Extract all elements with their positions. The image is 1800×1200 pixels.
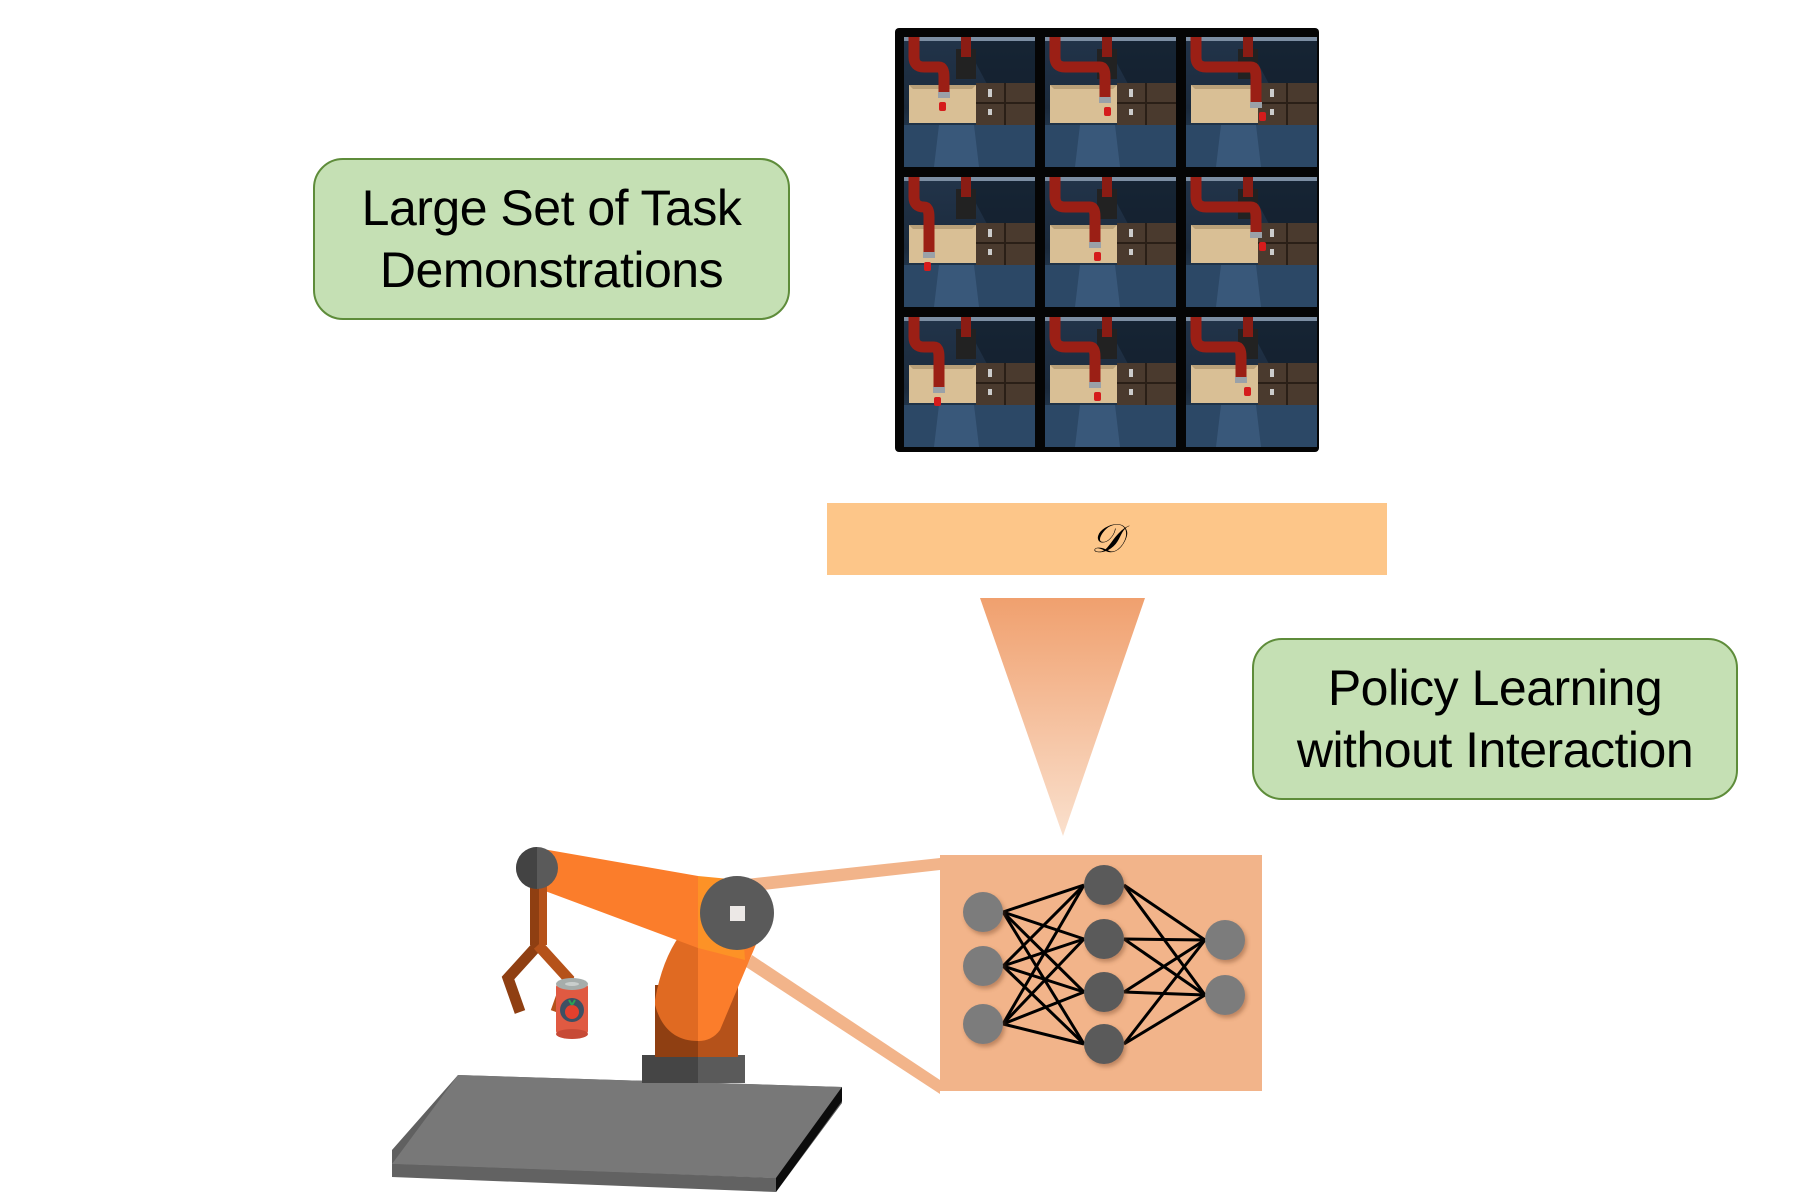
network-edge bbox=[1002, 883, 1085, 914]
policy-label-box: Policy Learning without Interaction bbox=[1252, 638, 1738, 800]
demo-frame bbox=[1186, 177, 1317, 307]
network-edge bbox=[1001, 884, 1086, 1025]
network-node bbox=[963, 1004, 1003, 1044]
demo-frame bbox=[904, 177, 1035, 307]
funnel-triangle-icon bbox=[980, 598, 1145, 836]
network-node bbox=[1084, 972, 1124, 1012]
table-icon bbox=[392, 1075, 842, 1192]
demonstrations-label-line1: Large Set of Task bbox=[361, 180, 742, 236]
tomato-can-icon bbox=[556, 978, 588, 1039]
demonstrations-label-box: Large Set of Task Demonstrations bbox=[313, 158, 790, 320]
network-edge bbox=[1002, 990, 1085, 1026]
demo-frame bbox=[1045, 37, 1176, 167]
network-node bbox=[1084, 865, 1124, 905]
network-node bbox=[963, 946, 1003, 986]
demo-frame bbox=[1045, 177, 1176, 307]
robot-arm-icon bbox=[501, 847, 774, 1083]
demo-frame bbox=[904, 37, 1035, 167]
network-edge bbox=[1123, 883, 1206, 942]
demo-frame bbox=[1045, 317, 1176, 447]
network-edge bbox=[1123, 993, 1206, 1046]
dataset-symbol: 𝒟 bbox=[1091, 516, 1123, 562]
dataset-bar: 𝒟 bbox=[827, 503, 1387, 575]
network-node bbox=[1205, 920, 1245, 960]
network-node bbox=[1084, 1024, 1124, 1064]
network-edge bbox=[1001, 964, 1086, 1046]
network-edge bbox=[1001, 883, 1086, 968]
network-edge bbox=[1122, 939, 1207, 1045]
policy-label-line1: Policy Learning bbox=[1327, 660, 1663, 716]
policy-label-line2: without Interaction bbox=[1296, 722, 1694, 778]
network-edge bbox=[1001, 937, 1086, 1026]
network-node bbox=[1205, 975, 1245, 1015]
neural-network-icon bbox=[963, 865, 1245, 1064]
demonstration-grid bbox=[895, 28, 1319, 452]
demo-frame bbox=[1186, 37, 1317, 167]
demo-frame bbox=[904, 317, 1035, 447]
zoom-connector bbox=[737, 858, 940, 1094]
network-edge bbox=[1123, 937, 1206, 942]
network-edge bbox=[1123, 938, 1206, 994]
demonstrations-label-line2: Demonstrations bbox=[379, 242, 724, 298]
network-edge bbox=[1002, 1022, 1085, 1046]
network-node bbox=[1084, 919, 1124, 959]
network-node bbox=[963, 892, 1003, 932]
demo-frame bbox=[1186, 317, 1317, 447]
network-edge bbox=[1002, 964, 1085, 994]
